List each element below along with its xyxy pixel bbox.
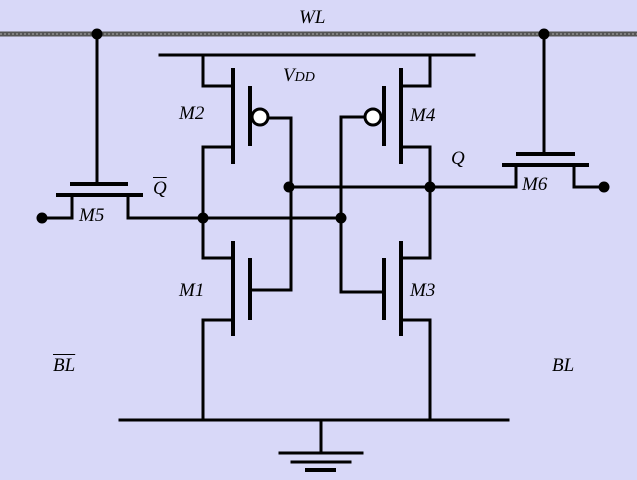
- terminal-dot-blbar: [36, 212, 48, 224]
- junction-dot-qbar-right: [335, 212, 347, 224]
- junction-dot-q-right: [424, 181, 436, 193]
- m4-pmos: [339, 53, 432, 294]
- m1-nmos: [201, 216, 252, 422]
- junction-dot-wl-m6: [538, 28, 550, 40]
- qbar-label: Q: [153, 178, 167, 199]
- blbar-label: BL: [53, 355, 76, 376]
- vdd-label: VDD: [283, 66, 315, 85]
- m4-label: M4: [410, 105, 436, 126]
- m3-nmos: [382, 185, 432, 422]
- m5-access-transistor: [40, 32, 143, 220]
- junction-dot-qbar-left: [197, 212, 209, 224]
- m3-label: M3: [410, 280, 436, 301]
- m6-access-transistor: [502, 32, 606, 189]
- junction-dot-q-left: [283, 181, 295, 193]
- q-label: Q: [451, 148, 465, 169]
- m6-label: M6: [522, 174, 548, 195]
- junction-dot-wl-m5: [91, 28, 103, 40]
- m2-pmos: [201, 53, 293, 292]
- bl-label: BL: [552, 355, 575, 376]
- wordline-label: WL: [299, 7, 326, 28]
- vdd-label-subscript: DD: [294, 70, 315, 85]
- m2-label: M2: [179, 103, 205, 124]
- m5-label: M5: [79, 205, 105, 226]
- terminal-dot-bl: [598, 181, 610, 193]
- ground-symbol: [278, 418, 364, 472]
- vdd-label-main: V: [283, 65, 295, 86]
- m1-label: M1: [179, 280, 205, 301]
